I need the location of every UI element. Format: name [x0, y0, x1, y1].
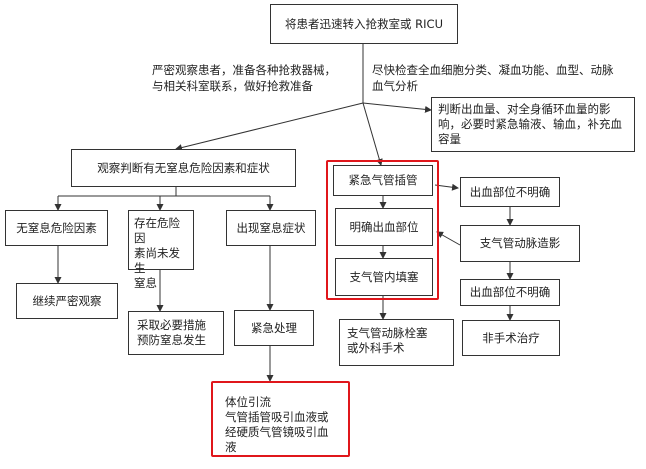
embolization-surgery-box: 支气管动脉栓塞 或外科手术 — [339, 319, 454, 366]
unclear-site-box-2: 出血部位不明确 — [460, 279, 560, 306]
transfer-box: 将患者迅速转入抢救室或 RICU — [270, 4, 458, 44]
bronchial-angiography-box: 支气管动脉造影 — [460, 225, 580, 262]
intubation-box: 紧急气管插管 — [333, 165, 433, 196]
edge-hub-to-observe — [175, 102, 364, 151]
edge-hub-to-intubation — [362, 102, 383, 166]
continue-observation-box: 继续严密观察 — [16, 283, 118, 319]
non-surgical-treatment-box: 非手术治疗 — [462, 320, 560, 356]
bronchial-tamponade-box: 支气管内填塞 — [335, 258, 433, 296]
edge-hub-to-assess — [362, 102, 432, 113]
highlight-frame-intubation-group — [326, 160, 439, 300]
preparation-note: 严密观察患者，准备各种抢救器械， 与相关科室联系，做好抢救准备 — [152, 63, 336, 93]
emergency-treatment-box: 紧急处理 — [234, 310, 314, 346]
lab-tests-note: 尽快检查全血细胞分类、凝血功能、血型、动脉 血气分析 — [372, 63, 614, 93]
drainage-suction-box: 体位引流 气管插管吸引血液或 经硬质气管镜吸引血液 — [218, 388, 344, 454]
observe-risk-box: 观察判断有无窒息危险因素和症状 — [71, 149, 296, 187]
asphyxia-symptoms-box: 出现窒息症状 — [226, 210, 316, 246]
assess-bleeding-box: 判断出血量、对全身循环血量的影 响，必要时紧急输液、输血，补充血 容量 — [431, 97, 635, 152]
edge-angiography-to-locate — [436, 231, 461, 246]
highlight-frame-drainage — [211, 381, 350, 457]
risk-not-asphyxiated-box: 存在危险因 素尚未发生 窒息 — [128, 210, 194, 290]
unclear-site-box-1: 出血部位不明确 — [460, 177, 560, 207]
prevent-asphyxia-box: 采取必要措施 预防窒息发生 — [128, 311, 224, 355]
locate-bleeding-box: 明确出血部位 — [335, 208, 433, 246]
no-asphyxia-risk-box: 无窒息危险因素 — [5, 210, 108, 246]
